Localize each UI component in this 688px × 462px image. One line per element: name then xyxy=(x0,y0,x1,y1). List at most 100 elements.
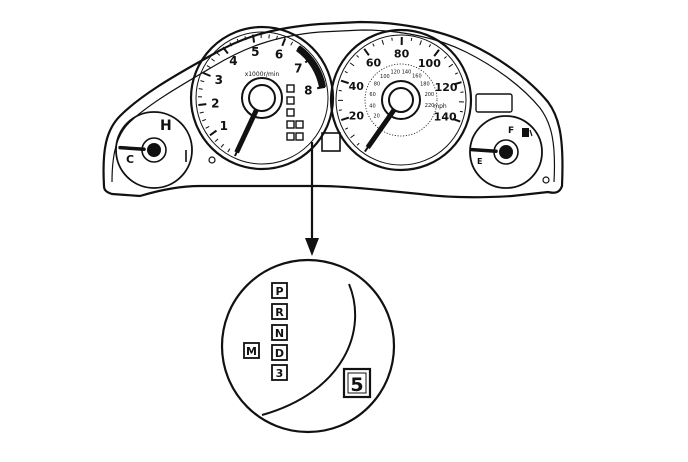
speed-tick xyxy=(382,40,384,45)
speed-tick xyxy=(411,38,412,41)
odometer-window xyxy=(476,94,512,112)
gear-N-label: N xyxy=(275,327,284,340)
speed-label-80: 80 xyxy=(394,48,410,61)
temp-gauge-label-hot: H xyxy=(160,118,172,134)
tach-tick xyxy=(210,131,217,136)
speed-tick xyxy=(357,143,359,145)
tach-tick xyxy=(221,144,224,147)
speed-inner-label: 60 xyxy=(369,92,375,98)
tach-label-6: 6 xyxy=(275,48,283,62)
tach-label-8: 8 xyxy=(304,83,312,97)
speed-inner-label: 80 xyxy=(374,82,380,88)
indicator-light xyxy=(287,133,294,140)
indicator-light xyxy=(296,133,303,140)
tach-tick xyxy=(211,59,214,61)
speed-tick xyxy=(345,71,348,72)
gear-M-label: M xyxy=(246,345,257,358)
tachometer-needle xyxy=(237,110,257,153)
speed-tick xyxy=(444,56,446,58)
speed-inner-label: 220 xyxy=(425,103,435,109)
tach-tick xyxy=(203,73,210,76)
temp-gauge-label-cold: C xyxy=(126,153,134,166)
speed-inner-label: 140 xyxy=(402,70,412,76)
gear-3-label: 3 xyxy=(276,367,284,380)
tach-tick xyxy=(207,66,210,68)
fuel-pump-icon xyxy=(522,128,532,137)
speed-tick xyxy=(350,63,354,66)
gear-N-indicator: N xyxy=(272,325,287,340)
speed-label-120: 120 xyxy=(435,81,458,94)
speedometer-hub-ring xyxy=(382,81,420,119)
tach-tick xyxy=(291,42,293,46)
gear-number-display: 5 xyxy=(344,369,370,397)
speed-label-40: 40 xyxy=(349,80,365,93)
gear-3-indicator: 3 xyxy=(272,365,287,380)
tach-tick xyxy=(199,89,203,90)
fuel-gauge-hub-cap xyxy=(499,145,513,159)
speed-tick xyxy=(434,50,439,56)
temperature-gauge: H C xyxy=(116,112,192,188)
speed-tick xyxy=(351,135,355,138)
speed-label-20: 20 xyxy=(349,109,365,122)
speed-inner-label: 200 xyxy=(425,92,435,98)
tachometer-unit: x1000r/min xyxy=(245,71,280,78)
indicator-lights xyxy=(287,85,303,140)
gear-R-indicator: R xyxy=(272,304,287,319)
speed-tick xyxy=(345,128,348,129)
gear-D-label: D xyxy=(275,347,284,360)
indicator-light xyxy=(287,97,294,104)
speed-inner-label: 20 xyxy=(373,114,379,120)
gear-D-indicator: D xyxy=(272,345,287,360)
speedometer-unit: mph xyxy=(433,103,447,110)
gear-position-column: P R N D 3 xyxy=(272,283,287,380)
tach-label-1: 1 xyxy=(220,119,228,133)
speed-label-60: 60 xyxy=(366,56,382,69)
speed-inner-label: 120 xyxy=(391,70,401,76)
temp-gauge-needle xyxy=(120,148,144,150)
tach-tick xyxy=(253,35,254,43)
fuel-gauge-needle xyxy=(472,150,496,152)
tach-tick xyxy=(200,112,204,113)
arrow-down-icon xyxy=(305,142,319,256)
gear-display-digit: 5 xyxy=(350,374,363,396)
speed-tick xyxy=(460,111,463,112)
tach-tick xyxy=(282,38,285,45)
speedometer-hub xyxy=(389,88,413,112)
gear-P-label: P xyxy=(275,285,283,298)
fuel-gauge: F E xyxy=(470,116,542,188)
speed-inner-label: 180 xyxy=(420,82,430,88)
tach-tick xyxy=(200,81,204,82)
gear-indicator-detail: P R N D 3 M 5 xyxy=(222,260,394,432)
speed-tick xyxy=(364,49,369,55)
tach-tick xyxy=(215,139,218,142)
tach-tick xyxy=(217,53,220,56)
screw-hole-right xyxy=(543,177,549,183)
tach-tick xyxy=(228,149,230,152)
tach-tick xyxy=(206,126,210,128)
tach-label-3: 3 xyxy=(215,73,223,87)
gear-P-indicator: P xyxy=(272,283,287,298)
gear-M-indicator: M xyxy=(244,343,259,358)
speed-inner-label: 100 xyxy=(380,74,390,80)
tach-label-7: 7 xyxy=(294,62,302,76)
speed-inner-label: 160 xyxy=(412,74,422,80)
speedometer-needle xyxy=(368,110,394,148)
speed-label-140: 140 xyxy=(434,111,457,124)
temp-gauge-hub-cap xyxy=(147,143,161,157)
speed-tick xyxy=(420,40,422,45)
speed-tick xyxy=(357,55,359,57)
speed-inner-label: 40 xyxy=(369,103,375,109)
speed-tick xyxy=(429,44,430,47)
tach-label-2: 2 xyxy=(211,97,219,111)
indicator-light xyxy=(287,109,294,116)
gear-R-label: R xyxy=(275,306,284,319)
tach-tick xyxy=(198,104,206,105)
indicator-light xyxy=(287,121,294,128)
screw-hole-left xyxy=(209,157,215,163)
speed-label-100: 100 xyxy=(418,57,441,70)
tach-label-4: 4 xyxy=(229,54,237,68)
speedometer: mph 20 40 60 80 100 120 140 20 40 60 80 … xyxy=(331,30,471,170)
speed-tick xyxy=(449,64,453,67)
fuel-gauge-label-empty: E xyxy=(477,157,482,166)
